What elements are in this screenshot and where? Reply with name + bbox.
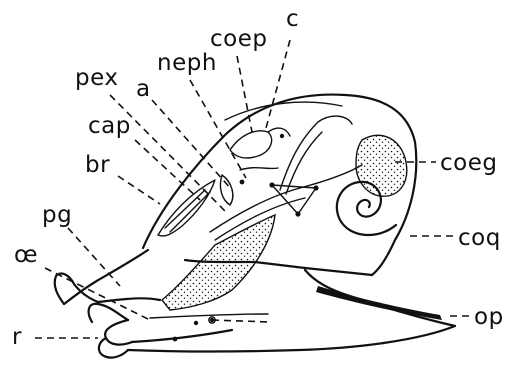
leader-c [266, 40, 290, 128]
label-pex: pex [75, 65, 118, 91]
label-neph: neph [157, 50, 217, 76]
leader-br [118, 176, 160, 204]
operculum [316, 286, 442, 320]
label-br: br [85, 152, 110, 178]
label-pg: pg [42, 202, 72, 228]
leader-cap [135, 140, 200, 200]
gill [158, 180, 215, 236]
label-coq: coq [458, 225, 501, 251]
mantle-organs [210, 116, 362, 240]
label-cap: cap [88, 113, 131, 139]
leader-pg [68, 228, 120, 286]
leader-oe [45, 268, 150, 320]
label-coep: coep [210, 26, 267, 52]
leader-a [152, 100, 232, 190]
label-oe: œ [14, 242, 38, 268]
digestive-gland [356, 135, 407, 196]
label-a: a [136, 76, 151, 102]
label-c: c [286, 6, 299, 32]
snail-body [55, 250, 455, 358]
label-coeg: coeg [440, 150, 497, 176]
leader-body [212, 320, 270, 322]
label-op: op [474, 304, 504, 330]
label-r: r [12, 324, 22, 350]
labels: c coep neph pex a cap br pg œ r coeg coq… [12, 6, 504, 350]
